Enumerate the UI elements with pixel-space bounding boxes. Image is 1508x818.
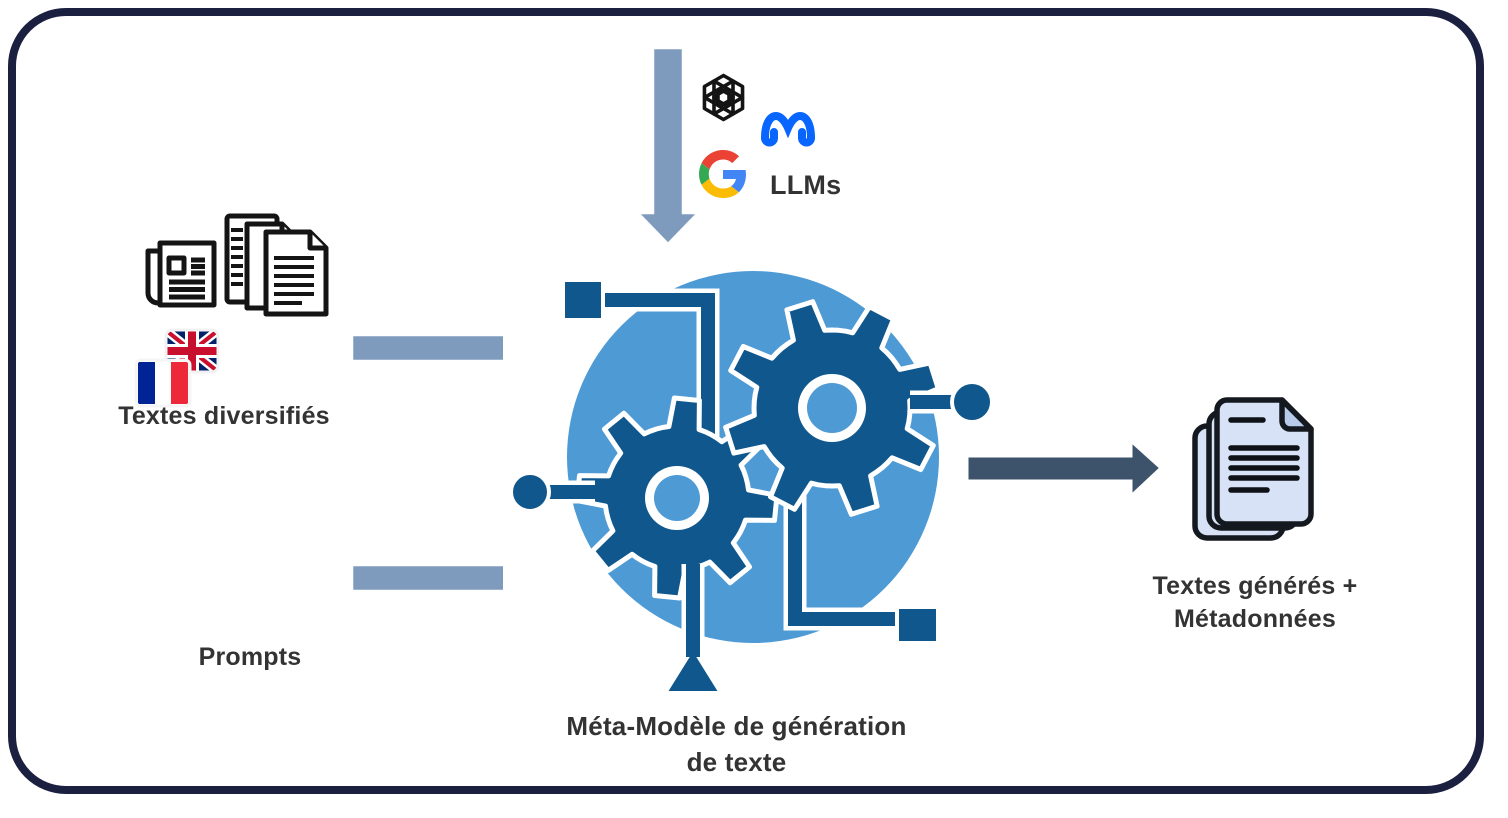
caption-line-1: Méta-Modèle de génération: [566, 711, 907, 741]
output-arrow: [965, 437, 1164, 500]
generated-documents-icon: [1192, 397, 1314, 541]
texts-diversified-label: Textes diversifiés: [118, 402, 330, 430]
uk-fr-flags-icon: [134, 328, 220, 414]
output-line-1: Textes générés +: [1152, 572, 1358, 600]
meta-logo: [761, 111, 815, 147]
prompts-label: Prompts: [198, 643, 302, 671]
llms-label: LLMs: [770, 170, 842, 200]
down-arrow: [635, 46, 701, 246]
gears-machine-icon: [509, 271, 994, 695]
meta-model-panel: [503, 262, 1003, 700]
caption-line-2: de texte: [686, 747, 787, 777]
newspaper-icon: [145, 240, 217, 308]
openai-logo: [697, 70, 750, 123]
documents-stack-icon: [224, 213, 329, 317]
google-logo: [695, 146, 751, 202]
diagram-frame: [8, 8, 1484, 794]
output-label: Textes générés + Métadonnées: [1130, 570, 1380, 636]
output-line-2: Métadonnées: [1174, 605, 1336, 633]
meta-model-caption: Méta-Modèle de génération de texte: [503, 708, 970, 780]
fr-flag: [134, 358, 192, 414]
